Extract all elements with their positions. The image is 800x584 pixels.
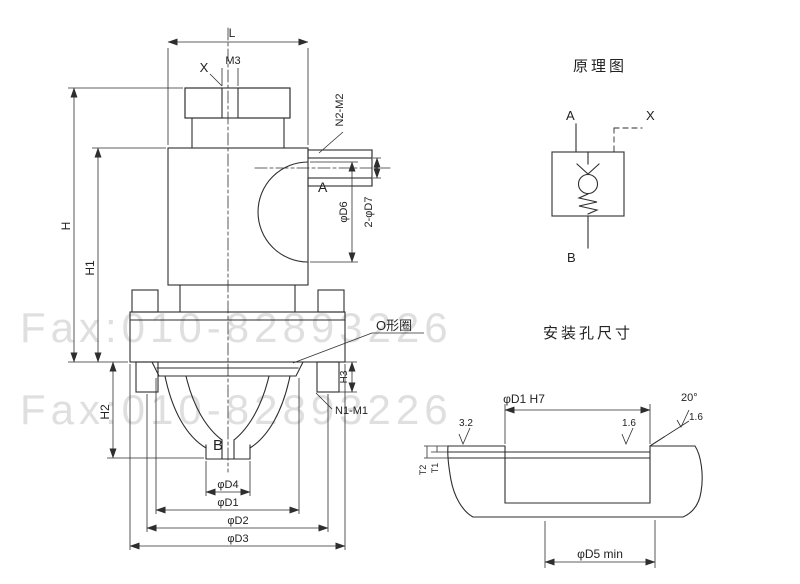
internal-dome-arc — [257, 161, 309, 263]
thread-n2m2-label: N2-M2 — [334, 93, 346, 126]
ext-M3 — [221, 68, 239, 86]
mounting-hole-detail: 安装孔尺寸 φD1 H7 20° 1.6 3.2 1.6 T2 T1 φD5 m… — [418, 325, 703, 568]
top-cap-outline — [184, 87, 291, 119]
port-a-label: A — [318, 179, 328, 195]
dim-H1-label: H1 — [83, 260, 97, 276]
schematic-symbol: 原理图 A X B — [551, 58, 655, 265]
dim-D6-label: φD6 — [338, 201, 350, 222]
ext-D2 — [146, 394, 329, 532]
chamfer-edge — [649, 436, 665, 447]
dim-H-label: H — [59, 222, 73, 231]
watermark-line-2: Fax:010-82893226 — [20, 386, 453, 433]
n1m1-leader — [315, 392, 333, 410]
dim-H3-label: H3 — [339, 370, 350, 383]
dim-D3-label: φD3 — [227, 533, 248, 545]
ext-D6 — [310, 161, 358, 263]
oring-leader — [292, 332, 424, 364]
lower-neck — [179, 284, 296, 313]
roughness-check-bore — [621, 427, 634, 446]
dim-D4-label: φD4 — [217, 479, 238, 491]
rough-angle-label: 1.6 — [689, 412, 703, 423]
dim-D1-label: φD1 — [217, 497, 238, 509]
dim-D2-label: φD2 — [227, 515, 248, 527]
chamfer-extension — [663, 420, 690, 438]
dim-L-label: L — [229, 26, 236, 40]
dimline-T-depths — [426, 446, 438, 458]
angle-20-label: 20° — [681, 392, 698, 404]
roughness-check-top — [458, 427, 471, 446]
thread-n1m1-label: N1-M1 — [335, 405, 368, 417]
dim-D1H7-label: φD1 H7 — [503, 392, 545, 406]
ext-L — [167, 48, 309, 145]
bell-inner-right — [233, 375, 270, 441]
oring-label: O形圈 — [376, 318, 412, 333]
bell-outer-right — [249, 375, 291, 449]
ext-T-depths — [424, 445, 448, 459]
thread-m3-label: M3 — [225, 55, 240, 67]
dim-T1-label: T1 — [430, 463, 440, 474]
bell-inner-left — [185, 375, 223, 441]
valve-body-outline — [167, 147, 309, 286]
schematic-pilot-line-x — [613, 127, 643, 153]
roughness-check-angle — [676, 409, 690, 428]
mounting-block-section — [447, 445, 703, 518]
schematic-port-x: X — [646, 108, 655, 123]
stud-right — [316, 361, 340, 393]
bell-outer-left — [164, 375, 207, 449]
rough-top-label: 3.2 — [459, 418, 473, 429]
dim-T2-label: T2 — [418, 465, 428, 476]
schematic-valve-seat — [576, 163, 600, 175]
spigot-oring-land — [151, 361, 304, 377]
upper-neck — [191, 117, 285, 149]
schematic-check-ball — [577, 173, 599, 195]
counterbore-step-lines — [447, 451, 651, 459]
rough-bore-label: 1.6 — [622, 418, 636, 429]
n2m2-leader — [318, 131, 344, 154]
ext-D1 — [155, 378, 300, 514]
ext-D3 — [129, 364, 346, 550]
schematic-spring — [577, 193, 599, 215]
schematic-port-b: B — [567, 250, 576, 265]
top-cap-right — [237, 87, 291, 119]
dim-D7-label: 2-φD7 — [363, 197, 375, 228]
dim-H2-label: H2 — [98, 404, 112, 420]
port-x-label: X — [200, 60, 209, 75]
main-view-labels: L X M3 N2-M2 A φD6 2-φD7 H H1 H2 H3 O形圈 … — [59, 26, 412, 545]
main-valve-section — [68, 27, 424, 550]
port-b-tube — [205, 439, 251, 460]
schematic-port-a: A — [566, 108, 575, 123]
port-b-label: B — [213, 437, 226, 454]
stud-left — [135, 361, 159, 393]
dim-D5-label: φD5 min — [577, 547, 623, 561]
top-cap-left — [184, 87, 223, 119]
port-wall-top — [307, 149, 373, 159]
schematic-title: 原理图 — [573, 58, 627, 75]
mounting-title: 安装孔尺寸 — [543, 325, 633, 342]
x-leader — [209, 73, 223, 87]
